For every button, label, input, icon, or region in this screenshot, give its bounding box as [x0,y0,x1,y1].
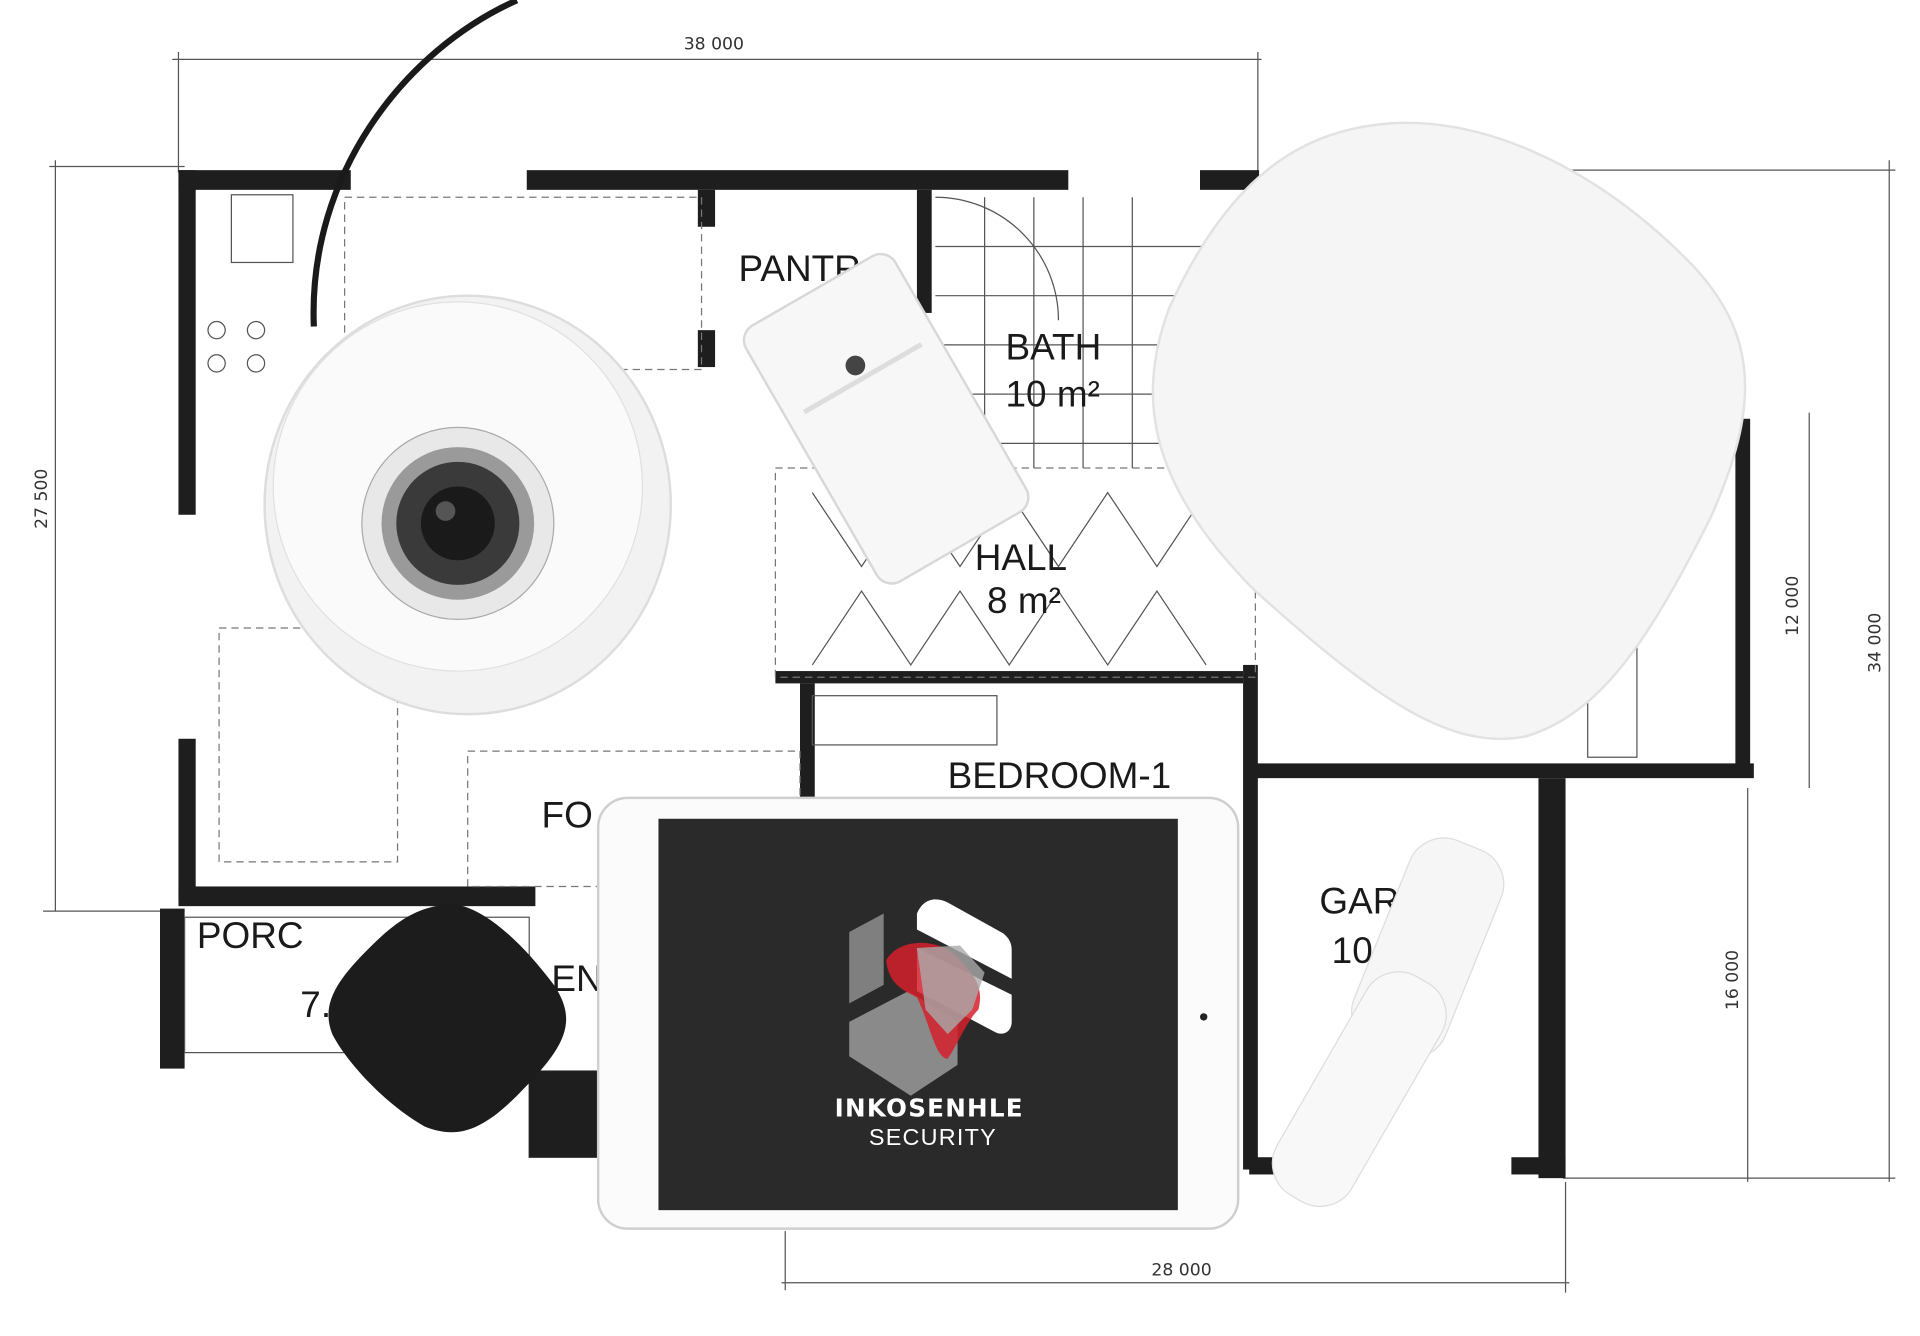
dimension-bottom: 28 000 [1151,1260,1211,1280]
tablet-home-button[interactable] [1200,1013,1208,1021]
room-label-hall: HALL [975,537,1067,578]
dimension-top: 38 000 [684,35,744,55]
brand-subtitle: SECURITY [869,1124,997,1150]
tablet: INKOSENHLE SECURITY [596,796,1240,1230]
room-area-hall: 8 m² [987,580,1061,621]
room-label-porch: PORC [197,915,304,956]
floor-plan-walls [160,170,1754,1179]
room-area-porch: 7. [300,984,331,1025]
room-area-garage: 10 [1332,930,1373,971]
room-label-entry: EN [551,958,602,999]
dimension-right-upper: 12 000 [1783,576,1803,636]
camera-cable [310,0,519,327]
dimension-right-lower: 16 000 [1723,950,1743,1010]
room-label-foyer: FO [542,794,593,835]
dimension-left: 27 500 [32,469,52,529]
key-fob [328,904,567,1133]
room-label-bedroom: BEDROOM-1 [948,755,1172,796]
dimension-right-outer: 34 000 [1866,613,1886,673]
inkosenhle-logo [849,899,1012,1096]
dimension-lines [43,52,1896,1293]
brand-name: INKOSENHLE [835,1094,1024,1123]
dome-camera [263,294,672,716]
door-sensor [1271,837,1505,1208]
motion-sensor [742,252,1030,585]
room-label-bath: BATH [1006,327,1102,368]
room-area-bath: 10 m² [1006,373,1100,414]
alarm-hub [1151,121,1747,741]
